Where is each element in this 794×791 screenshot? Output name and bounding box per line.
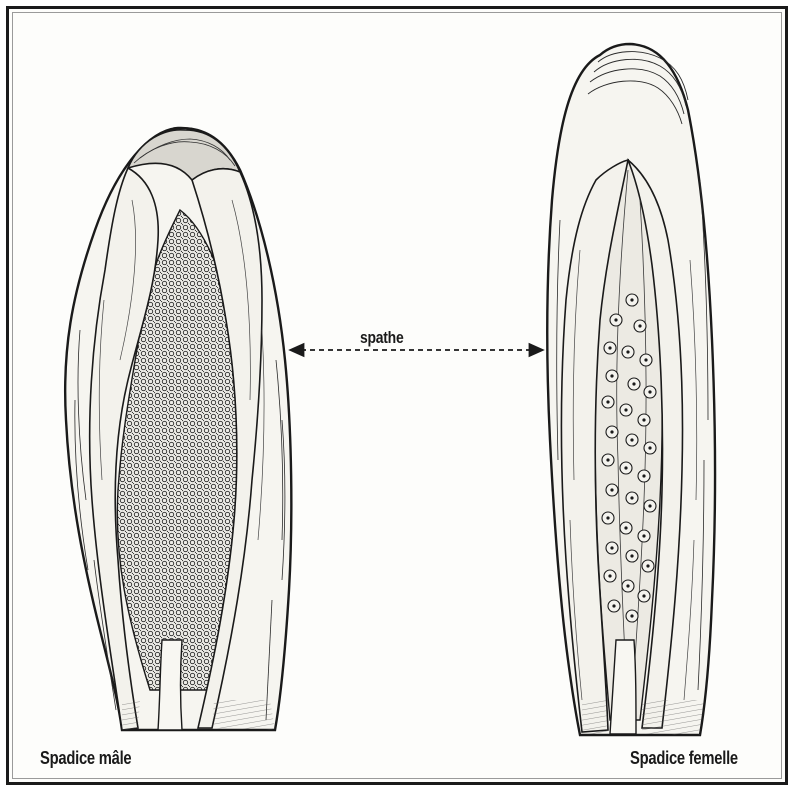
female-spadix-label: Spadice femelle	[630, 748, 738, 769]
male-spadix-label: Spadice mâle	[40, 748, 131, 769]
spathe-label: spathe	[360, 328, 403, 348]
male-stalk	[158, 640, 182, 730]
female-spadix	[547, 44, 715, 735]
male-spadix	[65, 128, 291, 730]
